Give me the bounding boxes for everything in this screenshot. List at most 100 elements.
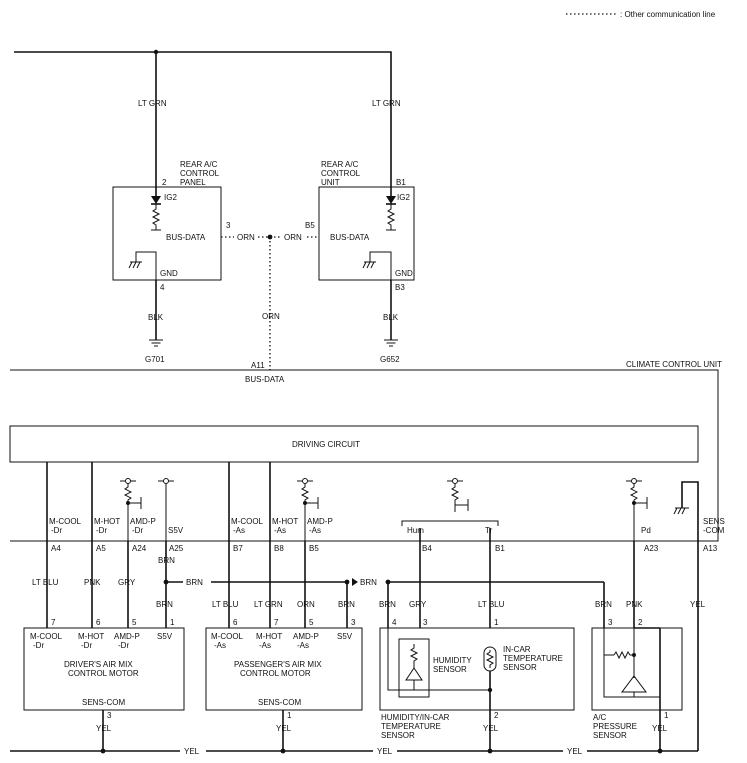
pin-label-sens: SENS bbox=[703, 517, 725, 526]
pin-label-m-cool-as-suffix: -As bbox=[233, 526, 245, 535]
humidity-sensor-label-2: SENSOR bbox=[433, 665, 467, 674]
driver-motor-pin6: 6 bbox=[96, 618, 101, 627]
wire-color-lt-grn-right: LT GRN bbox=[372, 99, 401, 108]
rear-panel-pin-ig2: 2 bbox=[162, 178, 167, 187]
sens-com-return-line: YEL YEL YEL bbox=[10, 747, 698, 756]
driver-air-mix-motor: 7 6 5 1 M-COOL -Dr M-HOT -Dr AMD-P -Dr S… bbox=[23, 618, 185, 751]
rear-ac-control-panel: REAR A/C CONTROL PANEL 2 IG2 BUS-DATA 3 … bbox=[112, 160, 231, 364]
driver-motor-s5v: S5V bbox=[157, 632, 173, 641]
wire-color-brn-as-motor: BRN bbox=[338, 600, 355, 609]
wire-color-lt-grn-left: LT GRN bbox=[138, 99, 167, 108]
ground-g652: G652 bbox=[380, 355, 400, 364]
pin-number-b4: B4 bbox=[422, 544, 432, 553]
driver-motor-name-2: CONTROL MOTOR bbox=[68, 669, 139, 678]
ccu-pin-labels: M-COOL -Dr M-HOT -Dr AMD-P -Dr S5V M-COO… bbox=[49, 517, 725, 553]
driver-motor-amd-p: AMD-P bbox=[114, 632, 140, 641]
driver-motor-pin3: 3 bbox=[107, 711, 112, 720]
pin-label-s5v: S5V bbox=[168, 526, 184, 535]
pass-motor-pin5: 5 bbox=[309, 618, 314, 627]
pass-motor-m-hot-suffix: -As bbox=[259, 641, 271, 650]
ccu-driving-circuit: DRIVING CIRCUIT bbox=[292, 440, 360, 449]
rear-panel-title-2: CONTROL bbox=[180, 169, 220, 178]
wire-color-gry-dr: GRY bbox=[118, 578, 136, 587]
wire-color-lt-blu-as: LT BLU bbox=[212, 600, 239, 609]
wire-color-lt-grn-as: LT GRN bbox=[254, 600, 283, 609]
pin-label-amd-p-dr: AMD-P bbox=[130, 517, 156, 526]
rear-unit-pin-ig2: B1 bbox=[396, 178, 406, 187]
rear-panel-bus: BUS-DATA bbox=[166, 233, 206, 242]
wire-color-blk-right: BLK bbox=[383, 313, 399, 322]
ac-pressure-sensor: 3 2 1 A/C PRESSURE SENSOR YEL bbox=[591, 618, 683, 751]
pin-label-m-cool-as: M-COOL bbox=[231, 517, 264, 526]
pin-number-b5: B5 bbox=[309, 544, 319, 553]
pressure-sensor-pin1: 1 bbox=[664, 711, 669, 720]
incar-sensor-label-3: SENSOR bbox=[503, 663, 537, 672]
ground-g701: G701 bbox=[145, 355, 165, 364]
wire-color-lt-blu-dr: LT BLU bbox=[32, 578, 59, 587]
pass-motor-pin1: 1 bbox=[287, 711, 292, 720]
pin-label-m-cool-dr-suffix: -Dr bbox=[51, 526, 62, 535]
rear-unit-title-2: CONTROL bbox=[321, 169, 361, 178]
bus-data-lines: ORN ORN ORN bbox=[221, 233, 319, 370]
pressure-sensor-name-2: PRESSURE bbox=[593, 722, 637, 731]
pass-motor-pin7: 7 bbox=[274, 618, 279, 627]
hum-sensor-name-1: HUMIDITY/IN-CAR bbox=[381, 713, 450, 722]
driver-motor-name-1: DRIVER'S AIR MIX bbox=[64, 660, 133, 669]
pass-motor-m-cool: M-COOL bbox=[211, 632, 244, 641]
wire-color-yel-pressure: YEL bbox=[652, 724, 668, 733]
pass-motor-sens-com: SENS-COM bbox=[258, 698, 301, 707]
wire-color-yel-return-3: YEL bbox=[567, 747, 583, 756]
pin-number-a25: A25 bbox=[169, 544, 184, 553]
driver-motor-m-hot-suffix: -Dr bbox=[81, 641, 92, 650]
pin-number-b7: B7 bbox=[233, 544, 243, 553]
legend-text: : Other communication line bbox=[620, 10, 716, 19]
pin-label-m-hot-as-suffix: -As bbox=[274, 526, 286, 535]
legend: : Other communication line bbox=[566, 10, 716, 19]
wire-color-orn-bus-right: ORN bbox=[284, 233, 302, 242]
external-wiring: LT BLU PNK GRY BRN BRN BRN BRN LT BLU LT… bbox=[32, 541, 706, 751]
pressure-sensor-name-1: A/C bbox=[593, 713, 607, 722]
driver-motor-m-hot: M-HOT bbox=[78, 632, 104, 641]
pin-number-b1: B1 bbox=[495, 544, 505, 553]
driver-motor-pin1: 1 bbox=[170, 618, 175, 627]
pass-motor-pin6: 6 bbox=[233, 618, 238, 627]
wire-color-brn-s5v: BRN bbox=[158, 556, 175, 565]
pressure-sensor-name-3: SENSOR bbox=[593, 731, 627, 740]
driver-motor-pin7: 7 bbox=[51, 618, 56, 627]
pin-label-m-cool-dr: M-COOL bbox=[49, 517, 82, 526]
driver-motor-sens-com: SENS-COM bbox=[82, 698, 125, 707]
power-wire: LT GRN LT GRN bbox=[14, 49, 401, 180]
hum-sensor-pin3: 3 bbox=[423, 618, 428, 627]
rear-panel-title-3: PANEL bbox=[180, 178, 206, 187]
pin-number-a5: A5 bbox=[96, 544, 106, 553]
pin-label-m-hot-dr: M-HOT bbox=[94, 517, 120, 526]
driver-motor-m-cool-suffix: -Dr bbox=[33, 641, 44, 650]
wire-color-yel-return-2: YEL bbox=[377, 747, 393, 756]
pin-number-a4: A4 bbox=[51, 544, 61, 553]
pin-label-com: -COM bbox=[703, 526, 725, 535]
wire-color-brn-bus: BRN bbox=[186, 578, 203, 587]
pressure-sensor-pin2: 2 bbox=[638, 618, 643, 627]
incar-sensor-label-2: TEMPERATURE bbox=[503, 654, 563, 663]
pin-number-a24: A24 bbox=[132, 544, 147, 553]
hum-sensor-pin1: 1 bbox=[494, 618, 499, 627]
rear-unit-pin-gnd: B3 bbox=[395, 283, 405, 292]
wire-color-pnk-pressure: PNK bbox=[626, 600, 643, 609]
ccu-internal bbox=[46, 462, 699, 541]
wire-color-yel-as-motor: YEL bbox=[276, 724, 292, 733]
humidity-incar-sensor: 4 3 1 HUMIDITY SENSOR IN-CAR TEMPERATURE… bbox=[379, 618, 575, 751]
rear-panel-ig2: IG2 bbox=[164, 193, 177, 202]
wire-color-brn-dr-motor: BRN bbox=[156, 600, 173, 609]
rear-panel-gnd: GND bbox=[160, 269, 178, 278]
wire-color-yel-hum: YEL bbox=[483, 724, 499, 733]
wire-color-orn-bus-left: ORN bbox=[237, 233, 255, 242]
humidity-sensor-label-1: HUMIDITY bbox=[433, 656, 472, 665]
pass-motor-pin3: 3 bbox=[351, 618, 356, 627]
pin-label-amd-p-dr-suffix: -Dr bbox=[132, 526, 143, 535]
pin-number-b8: B8 bbox=[274, 544, 284, 553]
rear-unit-pin-bus: B5 bbox=[305, 221, 315, 230]
wire-color-pnk-dr: PNK bbox=[84, 578, 101, 587]
rear-panel-title-1: REAR A/C bbox=[180, 160, 218, 169]
pass-motor-s5v: S5V bbox=[337, 632, 353, 641]
